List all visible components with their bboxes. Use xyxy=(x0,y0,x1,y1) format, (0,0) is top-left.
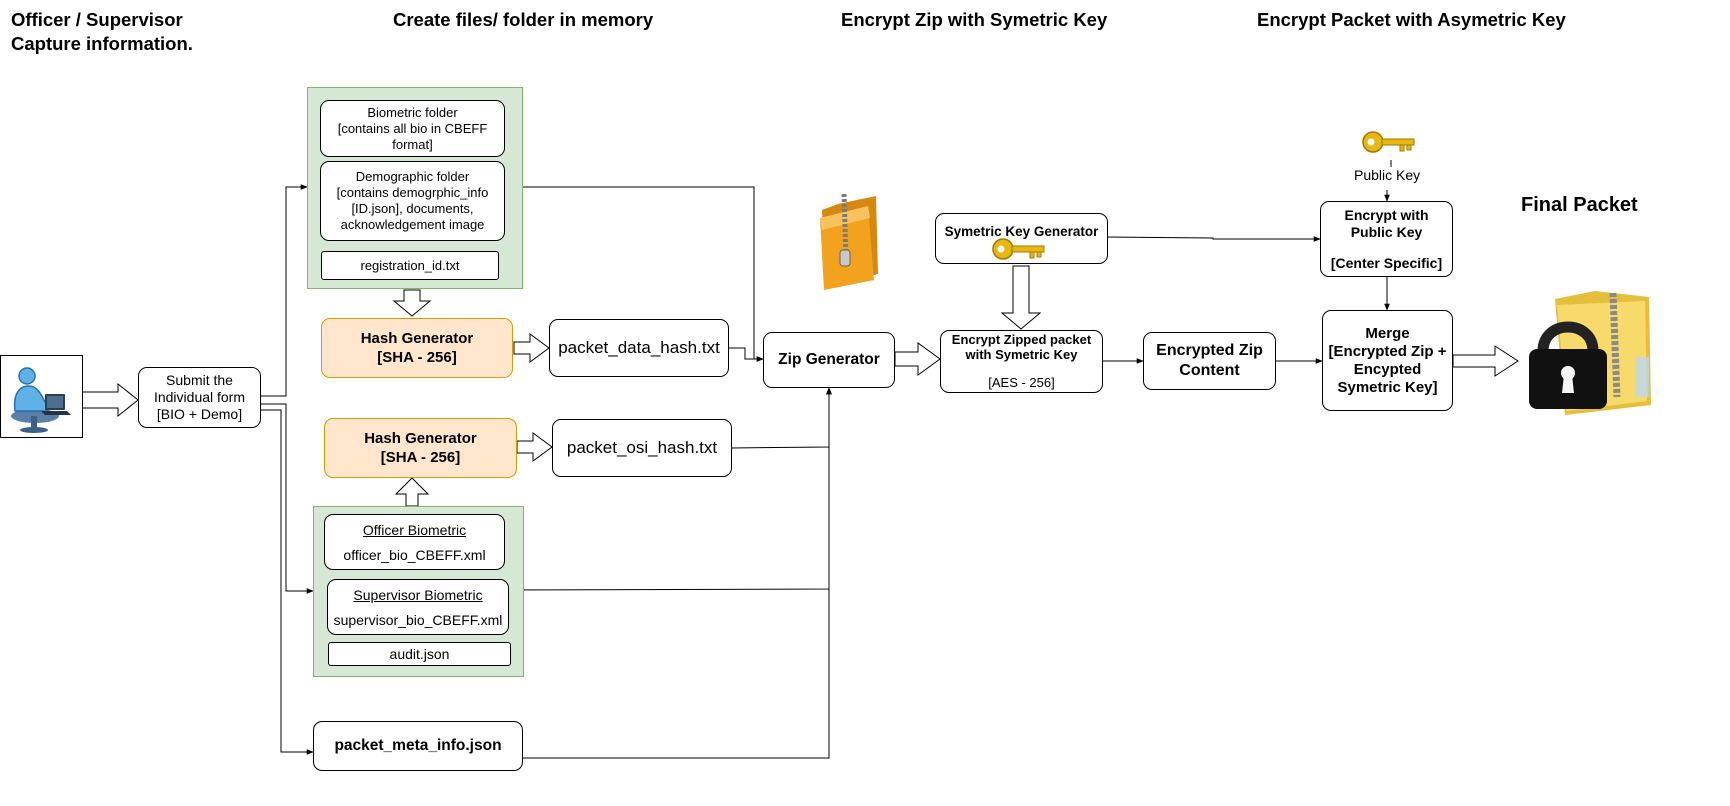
audit-label: audit.json xyxy=(389,646,450,662)
submit-form-line: Submit the xyxy=(166,372,233,388)
supervisor-biometric-file: supervisor_bio_CBEFF.xml xyxy=(333,611,503,628)
demographic-folder-line: [contains demogrphic_info xyxy=(336,185,489,200)
connector-datahash-to-zip xyxy=(729,347,764,362)
packet-osi-hash-node: packet_osi_hash.txt xyxy=(552,419,732,477)
officer-at-computer-icon xyxy=(0,355,83,438)
merge-line: Symetric Key] xyxy=(1337,378,1438,396)
header-encrypt-zip: Encrypt Zip with Symetric Key xyxy=(841,9,1108,30)
packet-osi-hash-label: packet_osi_hash.txt xyxy=(566,438,718,457)
officer-biometric-node: Officer Biometric officer_bio_CBEFF.xml xyxy=(324,514,505,570)
packet-data-hash-node: packet_data_hash.txt xyxy=(549,319,729,377)
encrypt-zip-line: with Symetric Key xyxy=(965,347,1078,362)
biometric-folder-line: Biometric folder xyxy=(367,104,458,120)
encrypt-public-line: Encrypt with xyxy=(1344,206,1429,223)
encrypt-zip-algo: [AES - 256] xyxy=(988,375,1055,390)
hash-generator-algo: [SHA - 256] xyxy=(380,449,461,466)
demographic-folder-line: [ID.json], documents, xyxy=(351,201,474,216)
submit-form-node: Submit the Individual form [BIO + Demo] xyxy=(138,367,261,428)
connector-submit-to-demo-group xyxy=(261,184,308,397)
connector-submit-to-operator-group xyxy=(261,403,314,594)
hash-generator-title: Hash Generator xyxy=(364,430,477,447)
block-arrow-operator-to-hash2 xyxy=(394,477,430,507)
hash-generator-algo: [SHA - 256] xyxy=(377,349,457,366)
submit-form-line: Individual form xyxy=(153,389,246,405)
zip-generator-label: Zip Generator xyxy=(778,351,880,368)
merge-line: Encypted xyxy=(1353,360,1422,378)
block-arrow-zip-to-encrypt xyxy=(894,342,941,376)
encrypt-public-line: [Center Specific] xyxy=(1330,254,1443,271)
hash-generator-title: Hash Generator xyxy=(360,330,474,347)
block-arrow-demo-to-hash xyxy=(392,289,432,317)
encrypted-zip-line: Content xyxy=(1179,362,1240,379)
packet-data-hash-label: packet_data_hash.txt xyxy=(558,338,720,357)
packet-meta-info-node: packet_meta_info.json xyxy=(313,721,523,771)
merge-line: [Encrypted Zip + xyxy=(1328,342,1447,360)
header-capture-line1: Officer / Supervisor xyxy=(11,9,183,30)
block-arrow-officer-to-submit xyxy=(80,382,139,418)
merge-line: Merge xyxy=(1365,324,1410,342)
public-key-icon xyxy=(1362,128,1416,156)
demographic-folder-node: Demographic folder [contains demogrphic_… xyxy=(320,161,505,241)
encrypted-zip-line: Encrypted Zip xyxy=(1156,342,1263,359)
hash-generator-osi-node: Hash Generator [SHA - 256] xyxy=(324,418,517,478)
header-capture: Officer / Supervisor Capture information… xyxy=(11,8,193,56)
zip-folder-icon xyxy=(816,188,882,292)
hash-generator-data-node: Hash Generator [SHA - 256] xyxy=(321,318,513,378)
connector-meta-to-zip xyxy=(523,387,832,759)
zip-generator-node: Zip Generator xyxy=(763,332,895,388)
officer-biometric-title: Officer Biometric xyxy=(362,521,467,538)
header-create-files: Create files/ folder in memory xyxy=(393,9,654,30)
encrypt-zip-symmetric-node: Encrypt Zipped packet with Symetric Key … xyxy=(940,330,1103,393)
encrypted-zip-content-node: Encrypted Zip Content xyxy=(1143,332,1276,390)
demographic-folder-line: Demographic folder xyxy=(355,169,470,184)
registration-id-label: registration_id.txt xyxy=(360,257,460,273)
officer-biometric-file: officer_bio_CBEFF.xml xyxy=(343,546,486,563)
registration-id-node: registration_id.txt xyxy=(321,251,499,280)
symmetric-key-generator-node: Symetric Key Generator xyxy=(935,213,1108,264)
submit-form-line: [BIO + Demo] xyxy=(156,406,243,422)
biometric-folder-line: format] xyxy=(392,136,433,152)
encrypt-public-line: Public Key xyxy=(1350,223,1423,240)
header-capture-line2: Capture information. xyxy=(11,33,193,54)
block-arrow-merge-to-final xyxy=(1452,345,1519,377)
connector-keygen-to-pubencrypt xyxy=(1107,236,1321,242)
audit-node: audit.json xyxy=(328,642,511,666)
final-packet-title: Final Packet xyxy=(1521,194,1638,216)
supervisor-biometric-node: Supervisor Biometric supervisor_bio_CBEF… xyxy=(327,579,509,635)
header-encrypt-packet: Encrypt Packet with Asymetric Key xyxy=(1257,9,1566,30)
key-icon xyxy=(992,235,1046,263)
supervisor-biometric-title: Supervisor Biometric xyxy=(353,586,483,603)
merge-node: Merge [Encrypted Zip + Encypted Symetric… xyxy=(1322,310,1453,411)
connector-submit-to-meta xyxy=(261,409,314,755)
encrypt-zip-line: Encrypt Zipped packet xyxy=(951,332,1092,347)
public-key-label: Public Key xyxy=(1354,167,1421,183)
connector-osihash-to-zip xyxy=(730,387,832,449)
encrypt-public-key-node: Encrypt with Public Key [Center Specific… xyxy=(1320,201,1453,277)
biometric-folder-line: [contains all bio in CBEFF xyxy=(337,120,488,136)
symmetric-key-generator-label: Symetric Key Generator xyxy=(944,224,1099,239)
packet-meta-info-label: packet_meta_info.json xyxy=(334,737,502,754)
demographic-folder-line: acknowledgement image xyxy=(340,217,485,232)
block-arrow-hash2-to-osihash xyxy=(516,432,553,462)
block-arrow-keygen-to-encrypt xyxy=(1000,265,1042,330)
biometric-folder-node: Biometric folder [contains all bio in CB… xyxy=(320,100,505,157)
block-arrow-hash1-to-datahash xyxy=(513,333,550,363)
locked-zip-folder-icon xyxy=(1525,287,1655,417)
